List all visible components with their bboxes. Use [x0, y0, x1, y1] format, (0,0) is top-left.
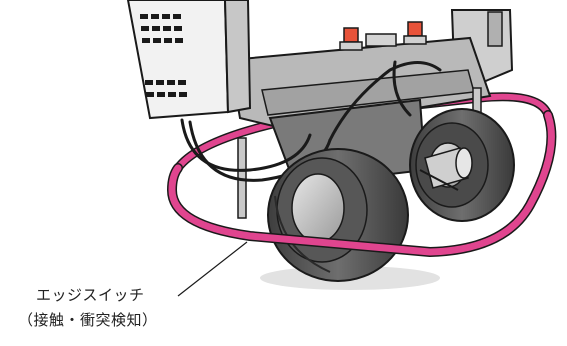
top-bracket — [365, 33, 397, 47]
edge-switch-label: エッジスイッチ — [36, 286, 145, 304]
front-wheel — [267, 148, 409, 282]
warning-lamp-left — [339, 27, 363, 51]
leader-line — [177, 241, 248, 297]
motor — [419, 147, 473, 191]
warning-lamp-right — [403, 21, 427, 45]
control-box — [126, 0, 252, 120]
edge-switch-function-label: （接触・衝突検知） — [18, 311, 158, 329]
